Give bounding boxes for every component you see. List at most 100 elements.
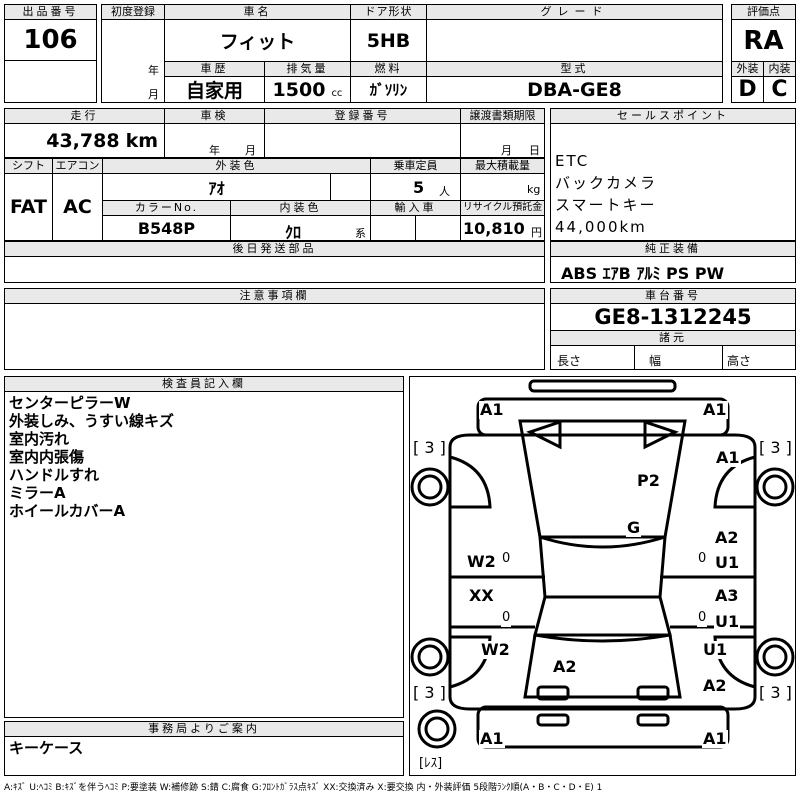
mark-xx: XX bbox=[468, 586, 495, 605]
first-reg-cell: 年 月 bbox=[101, 19, 165, 103]
lot-number-label: 出品番号 bbox=[4, 4, 97, 20]
score-label: 評価点 bbox=[731, 4, 796, 20]
later-parts bbox=[4, 256, 545, 283]
mark-spare: [ﾚｽ] bbox=[418, 755, 444, 773]
sales-points-box: ETC バックカメラ スマートキー 44,000km bbox=[550, 123, 796, 241]
mark-a2-quarter: A2 bbox=[702, 676, 728, 695]
sales-points-label: セールスポイント bbox=[550, 108, 796, 124]
interior-score: C bbox=[763, 76, 796, 103]
fuel-label: 燃料 bbox=[350, 61, 427, 77]
displacement-label: 排気量 bbox=[264, 61, 351, 77]
inspector-line-1: センターピラーW bbox=[9, 394, 131, 412]
fuel: ｶﾞｿﾘﾝ bbox=[350, 76, 427, 103]
mark-glass: G bbox=[626, 518, 642, 537]
mark-o1: 0 bbox=[501, 550, 512, 568]
sales-point-4: 44,000km bbox=[555, 218, 647, 236]
inspector-label: 検査員記入欄 bbox=[4, 376, 404, 392]
reg-no-label: 登録番号 bbox=[264, 108, 461, 124]
inspector-line-3: 室内汚れ bbox=[9, 430, 70, 448]
spec-height: 高さ bbox=[722, 345, 796, 370]
inspection-cell: 年 月 bbox=[164, 123, 265, 158]
mileage: 43,788 bbox=[46, 129, 120, 152]
interior-label: 内装 bbox=[763, 61, 796, 77]
lot-number-blank bbox=[4, 60, 97, 103]
import-label: 輸入車 bbox=[370, 200, 461, 216]
inspector-box: センターピラーW 外装しみ、うすい線キズ 室内汚れ 室内内張傷 ハンドルすれ ミ… bbox=[4, 391, 404, 718]
door-label: ドア形状 bbox=[350, 4, 427, 20]
notes-label: 注意事項欄 bbox=[4, 288, 545, 304]
load-unit: kg bbox=[527, 183, 541, 196]
damage-diagram: A1 A1 [ 3 ] [ 3 ] A1 P2 G W2 0 0 A2 U1 X… bbox=[409, 376, 796, 776]
mark-w2-rear: W2 bbox=[480, 640, 511, 659]
color-no: B548P bbox=[102, 215, 231, 241]
shift: FAT bbox=[4, 173, 53, 241]
color-label: 外装色 bbox=[102, 158, 371, 174]
sales-point-1: ETC bbox=[555, 152, 590, 170]
car-outline bbox=[410, 379, 795, 749]
recycle-unit: 円 bbox=[531, 226, 542, 239]
lot-number: 106 bbox=[4, 19, 97, 61]
mileage-unit: km bbox=[125, 129, 158, 152]
mileage-cell: 43,788 km bbox=[4, 123, 165, 158]
inspector-line-5: ハンドルすれ bbox=[9, 466, 100, 484]
inspection-year: 年 bbox=[209, 144, 220, 157]
inspector-line-4: 室内内張傷 bbox=[9, 448, 85, 466]
later-parts-label: 後日発送部品 bbox=[4, 241, 545, 257]
color-blank bbox=[330, 173, 371, 201]
mark-a3: A3 bbox=[714, 586, 740, 605]
grade bbox=[426, 19, 723, 62]
grade-label: グレード bbox=[426, 4, 723, 20]
mileage-label: 走行 bbox=[4, 108, 165, 124]
inspector-line-7: ホイールカバーA bbox=[9, 502, 126, 520]
mark-rear-left: A1 bbox=[479, 729, 505, 748]
displacement-unit: cc bbox=[331, 88, 343, 99]
chassis-label: 車台番号 bbox=[550, 288, 796, 304]
import-cell-b bbox=[415, 215, 461, 241]
inspector-line-2: 外装しみ、うすい線キズ bbox=[9, 412, 175, 430]
import-cell-a bbox=[370, 215, 416, 241]
model-label: 型式 bbox=[426, 61, 723, 77]
transfer-month: 月 bbox=[501, 144, 512, 157]
mark-a2-door: A2 bbox=[714, 528, 740, 547]
mark-tire-fr: [ 3 ] bbox=[758, 438, 793, 457]
inspector-line-6: ミラーA bbox=[9, 484, 66, 502]
inspection-month: 月 bbox=[245, 144, 256, 157]
transfer-label: 譲渡書類期限 bbox=[460, 108, 545, 124]
car-name-label: 車名 bbox=[164, 4, 351, 20]
office-box: キーケース bbox=[4, 736, 404, 776]
exterior-label: 外装 bbox=[731, 61, 764, 77]
exterior-score: D bbox=[731, 76, 764, 103]
mark-o3: 0 bbox=[501, 609, 512, 627]
mark-tire-rl: [ 3 ] bbox=[412, 683, 447, 702]
spec-width: 幅 bbox=[634, 345, 723, 370]
door-type: 5HB bbox=[350, 19, 427, 62]
mark-u1-door: U1 bbox=[714, 553, 741, 572]
inspection-label: 車検 bbox=[164, 108, 265, 124]
mark-w2-front: W2 bbox=[466, 552, 497, 571]
spec-length: 長さ bbox=[550, 345, 635, 370]
first-reg-label: 初度登録 bbox=[101, 4, 165, 20]
recycle-label: リサイクル預託金 bbox=[460, 200, 545, 216]
chassis-number: GE8-1312245 bbox=[550, 303, 796, 331]
color-no-label: カラーNo. bbox=[102, 200, 231, 216]
office-label: 事務局よりご案内 bbox=[4, 721, 404, 737]
capacity-unit: 人 bbox=[439, 185, 450, 198]
history-label: 車歴 bbox=[164, 61, 265, 77]
office-text: キーケース bbox=[9, 739, 84, 757]
model: DBA-GE8 bbox=[426, 76, 723, 103]
equipment: ABS ｴｱB ｱﾙﾐ PS PW bbox=[550, 256, 796, 283]
car-name: フィット bbox=[164, 19, 351, 62]
color: ｱｵ bbox=[102, 173, 331, 201]
load-cell: kg bbox=[460, 173, 545, 201]
mark-front-left: A1 bbox=[479, 400, 505, 419]
notes bbox=[4, 303, 545, 370]
first-reg-month: 月 bbox=[148, 88, 159, 101]
legend: A:ｷｽﾞ U:ﾍｺﾐ B:ｷｽﾞを伴うﾍｺﾐ P:要塗装 W:補修跡 S:錆 … bbox=[4, 783, 603, 793]
interior-color-suffix: 系 bbox=[355, 227, 366, 240]
recycle-cell: 10,810 円 bbox=[460, 215, 545, 241]
equipment-label: 純正装備 bbox=[550, 241, 796, 257]
interior-color: ｸﾛ bbox=[285, 223, 302, 241]
mark-tire-fl: [ 3 ] bbox=[412, 438, 447, 457]
capacity-label: 乗車定員 bbox=[370, 158, 461, 174]
shift-label: シフト bbox=[4, 158, 53, 174]
